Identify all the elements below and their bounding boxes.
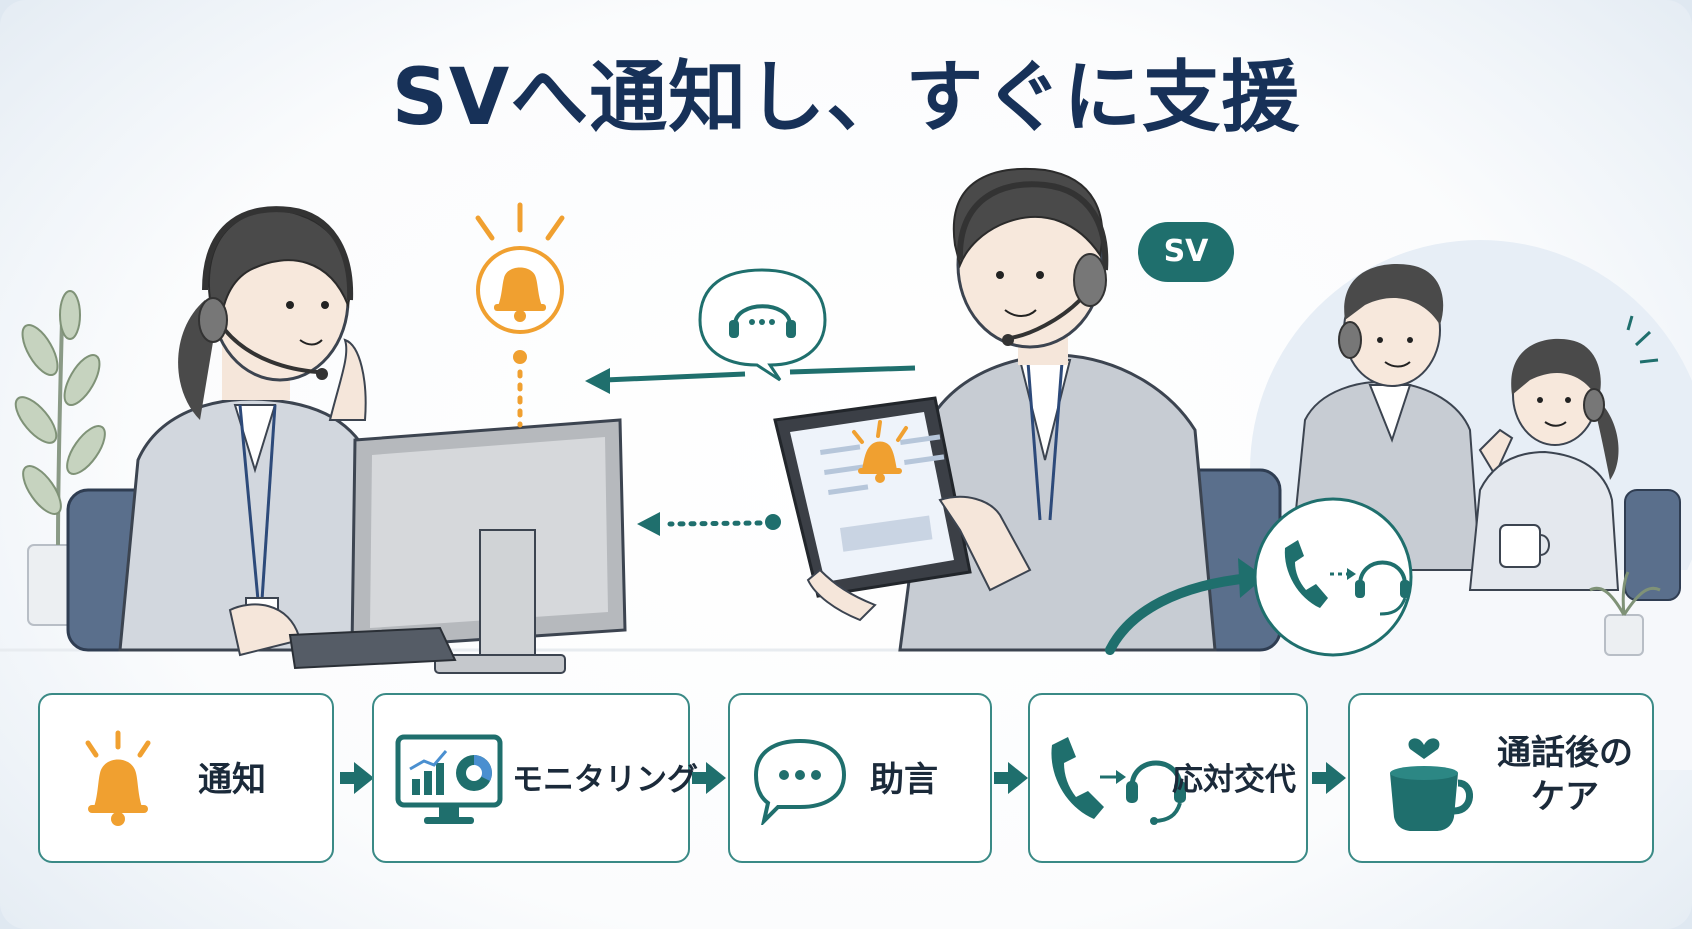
headset-speech-bubble-icon — [698, 268, 827, 382]
step-label: 助言 — [870, 760, 938, 800]
computer-monitor — [288, 418, 627, 674]
step-arrow-icon — [692, 762, 726, 794]
tablet-device — [773, 396, 1032, 622]
bell-icon — [85, 730, 151, 826]
step-aftercare: 通話後のケア — [1348, 693, 1654, 863]
advice-arrow — [585, 365, 916, 394]
step-arrow-icon — [1312, 762, 1346, 794]
step-handover: 応対交代 — [1028, 693, 1308, 863]
step-notify: 通知 — [38, 693, 334, 863]
sv-badge: SV — [1138, 222, 1234, 282]
supervisor-sv — [898, 167, 1217, 652]
handover-phone-headset-icon — [1253, 497, 1413, 657]
monitor-chart-icon — [395, 734, 503, 824]
step-advice: 助言 — [728, 693, 992, 863]
step-label: 通話後のケア — [1497, 733, 1633, 817]
coffee-cup-heart-icon — [1390, 738, 1473, 831]
operator-agent — [118, 206, 394, 657]
step-label: 通知 — [198, 760, 266, 800]
step-arrow-icon — [340, 762, 374, 794]
phone-to-headset-icon — [1051, 737, 1186, 825]
step-monitoring: モニタリング — [372, 693, 698, 863]
step-label: 応対交代 — [1172, 762, 1296, 798]
step-arrow-icon — [994, 762, 1028, 794]
page-title: SVへ通知し、すぐに支援 — [391, 53, 1301, 143]
alert-bell-icon — [475, 202, 565, 428]
step-label: モニタリング — [512, 762, 698, 798]
speech-bubble-icon — [753, 738, 847, 825]
handover-arrow — [1105, 558, 1265, 655]
notification-dotted-arrow — [637, 512, 781, 536]
